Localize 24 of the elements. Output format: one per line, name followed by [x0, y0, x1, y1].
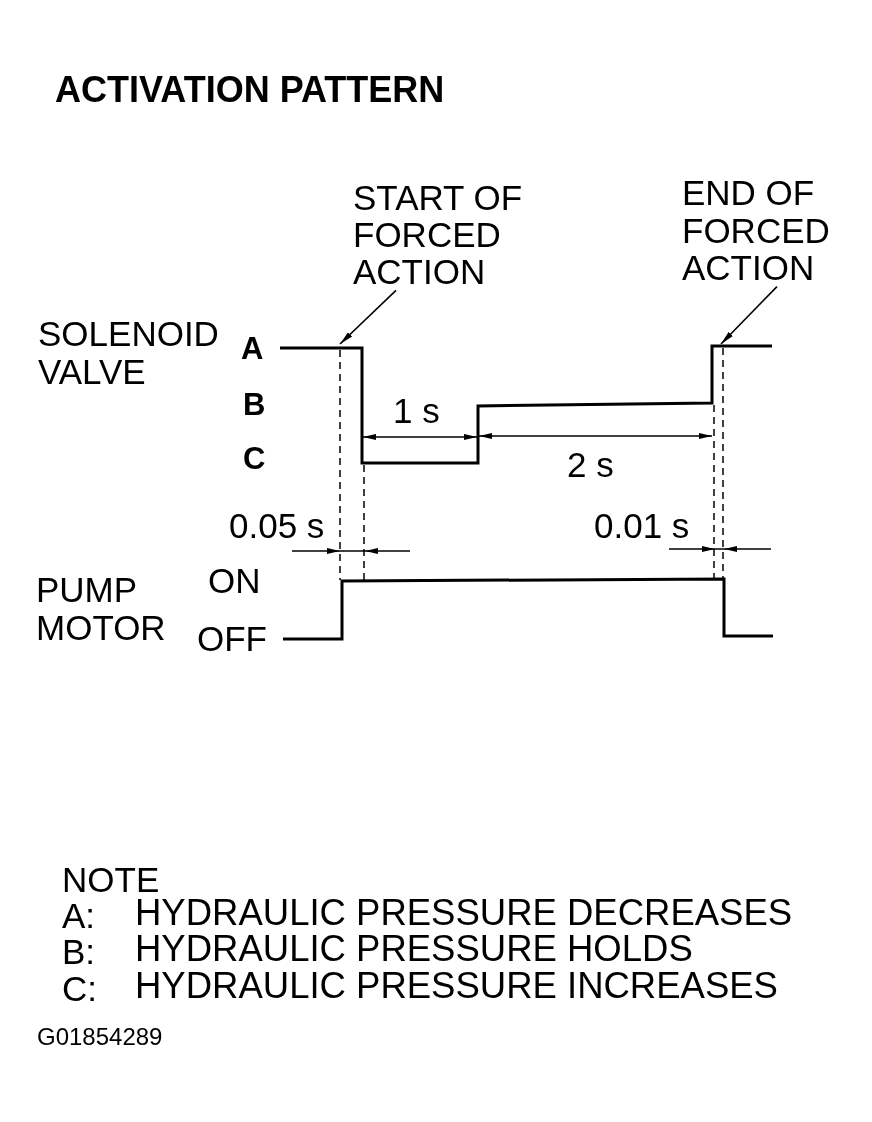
level-label: B [243, 388, 266, 420]
note-text: HYDRAULIC PRESSURE HOLDS [135, 931, 693, 968]
level-label: A [241, 332, 264, 364]
figure-id: G01854289 [37, 1024, 163, 1049]
diagram-title: ACTIVATION PATTERN [55, 71, 445, 108]
leader-line [720, 285, 778, 345]
callout-text: START OF FORCED ACTION [353, 179, 535, 291]
note-key: C: [62, 971, 97, 1007]
note-text: HYDRAULIC PRESSURE DECREASES [135, 895, 793, 932]
leader-line [339, 289, 397, 345]
level-label: ON [208, 563, 261, 599]
level-label: OFF [197, 621, 267, 657]
dimension-label: 0.01 s [594, 508, 690, 544]
dimension-label: 1 s [393, 393, 440, 429]
signal-name: SOLENOID VALVE [38, 314, 220, 391]
note-key: A: [62, 898, 96, 934]
note-key: B: [62, 934, 96, 970]
note-heading: NOTE [62, 862, 160, 898]
dimension-label: 2 s [567, 447, 614, 483]
dimension-label: 0.05 s [229, 508, 325, 544]
level-label: C [243, 442, 266, 474]
callout-text: END OF FORCED ACTION [682, 174, 838, 287]
signal-name: PUMP MOTOR [36, 570, 167, 647]
note-text: HYDRAULIC PRESSURE INCREASES [135, 968, 778, 1005]
